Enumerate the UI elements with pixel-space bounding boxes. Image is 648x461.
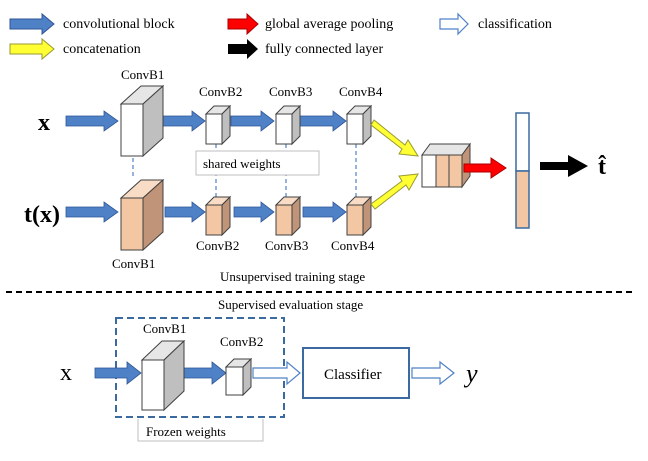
eval-arrow-1-icon	[94, 361, 142, 385]
supervised-stage-label: Supervised evaluation stage	[218, 297, 363, 312]
eval-input-x-label: x	[60, 360, 72, 386]
legend-conv-label: convolutional block	[63, 17, 175, 32]
bottom-convb4-label: ConvB4	[331, 238, 375, 253]
top-arrow-3-icon	[230, 110, 275, 132]
top-convb3-block	[274, 104, 302, 146]
top-convb2-label: ConvB2	[199, 84, 242, 99]
input-x-label: x	[38, 110, 50, 136]
eval-convb2-label: ConvB2	[220, 334, 263, 349]
bottom-convb2-block	[204, 195, 232, 237]
top-arrow-4-icon	[299, 110, 347, 132]
bottom-arrow-2-icon	[164, 201, 206, 223]
eval-convb1-block	[140, 339, 186, 412]
shared-weights-label: shared weights	[203, 156, 281, 171]
concat-block	[421, 142, 471, 189]
bottom-convb3-label: ConvB3	[265, 238, 308, 253]
bottom-arrow-3-icon	[233, 201, 275, 223]
legend-concat-arrow-icon	[9, 37, 55, 61]
frozen-frame	[115, 317, 285, 418]
eval-output-y-label: y	[463, 359, 478, 388]
legend-fc-arrow-icon	[228, 39, 258, 59]
top-arrow-1-icon	[65, 110, 119, 132]
bottom-convb1-label: ConvB1	[112, 256, 155, 271]
legend-gap-label: global average pooling	[265, 17, 393, 32]
bottom-arrow-4-icon	[302, 201, 347, 223]
feature-vector	[515, 112, 530, 229]
top-convb2-block	[204, 104, 232, 146]
unsupervised-stage-label: Unsupervised training stage	[220, 269, 365, 284]
classifier-box	[302, 347, 410, 399]
legend-fc-label: fully connected layer	[265, 42, 384, 57]
eval-convb2-block	[224, 357, 253, 397]
legend: convolutional block concatenation global…	[9, 12, 552, 61]
bottom-convb1-block	[119, 178, 165, 252]
eval-classify-arrow-2-icon	[411, 360, 455, 386]
legend-concat-label: concatenation	[63, 42, 141, 57]
bottom-convb2-label: ConvB2	[196, 238, 239, 253]
concat-arrow-top-icon	[370, 119, 419, 157]
legend-cls-arrow-icon	[439, 12, 469, 36]
frozen-weights-label: Frozen weights	[146, 424, 226, 439]
frozen-weights-box	[137, 419, 264, 442]
fc-arrow-icon	[540, 155, 588, 177]
eval-convb1-label: ConvB1	[143, 321, 186, 336]
top-convb3-label: ConvB3	[269, 84, 312, 99]
top-convb1-block	[119, 84, 165, 158]
top-convb1-label: ConvB1	[121, 67, 164, 82]
output-t-label: t̂	[598, 154, 606, 180]
eval-classify-arrow-1-icon	[252, 360, 301, 386]
concat-arrow-bottom-icon	[370, 173, 419, 210]
bottom-convb3-block	[274, 195, 302, 237]
top-arrow-2-icon	[161, 110, 206, 132]
input-tx-label: t(x)	[24, 202, 60, 228]
eval-arrow-2-icon	[179, 361, 227, 385]
legend-conv-arrow-icon	[9, 12, 55, 36]
bottom-convb4-block	[345, 195, 373, 237]
classifier-label: Classifier	[324, 367, 382, 383]
bottom-arrow-1-icon	[65, 201, 119, 223]
top-convb4-label: ConvB4	[339, 84, 383, 99]
legend-gap-arrow-icon	[227, 12, 259, 36]
shared-weights-box	[195, 150, 320, 176]
legend-cls-label: classification	[478, 17, 552, 32]
gap-arrow-icon	[463, 157, 507, 179]
top-convb4-block	[345, 104, 373, 146]
